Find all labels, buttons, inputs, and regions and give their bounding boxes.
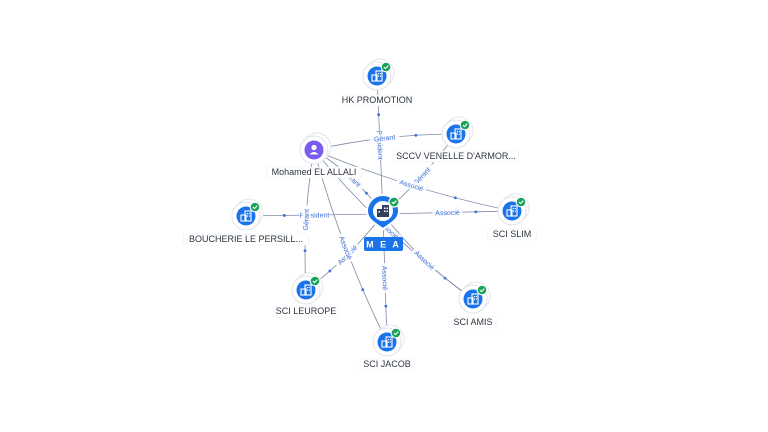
edge-arrow: [328, 269, 332, 273]
building-icon: [371, 70, 383, 82]
center-node-mea[interactable]: M E A: [364, 194, 403, 251]
verified-badge-icon: [476, 284, 488, 296]
node-label: SCI LEUROPE: [276, 306, 337, 316]
node-sccv[interactable]: SCCV VENELLE D'ARMOR...: [393, 116, 519, 163]
verified-badge-icon: [309, 275, 321, 287]
edge-arrow: [303, 249, 307, 253]
edge-label: Président: [300, 212, 330, 219]
person-icon: [309, 144, 319, 155]
node-label: SCCV VENELLE D'ARMOR...: [396, 151, 516, 161]
center-label: M E A: [366, 240, 401, 250]
edge-arrow: [282, 214, 286, 217]
edge-label: Associé: [413, 250, 436, 272]
nodes-layer: HK PROMOTION SCCV VENELLE D'ARMOR... Moham…: [183, 58, 537, 371]
node-hk[interactable]: HK PROMOTION: [342, 58, 413, 107]
node-boucherie[interactable]: BOUCHERIE LE PERSILL...: [183, 198, 309, 246]
edge-label: Associé: [380, 266, 388, 291]
verified-badge-icon: [515, 196, 527, 208]
edge-arrow: [377, 113, 381, 117]
edge-arrow: [474, 210, 478, 214]
building-icon: [300, 284, 312, 296]
building-icon: [506, 205, 518, 217]
node-amis[interactable]: SCI AMIS: [448, 281, 498, 329]
building-icon: [450, 128, 462, 140]
center-label-badge: [364, 237, 403, 251]
node-label: SCI AMIS: [453, 317, 492, 327]
node-jacob[interactable]: SCI JACOB: [359, 324, 415, 371]
edge-label: Associé: [435, 210, 460, 218]
company-icon: [377, 205, 389, 217]
node-slim[interactable]: SCI SLIM: [487, 193, 537, 241]
node-label: Mohamed EL ALLALI: [272, 167, 357, 177]
edge-center-amis: [382, 213, 474, 300]
node-label: BOUCHERIE LE PERSILL...: [189, 234, 303, 244]
edge-label: Gérant: [374, 134, 396, 143]
node-label: SCI SLIM: [493, 229, 532, 239]
building-icon: [240, 210, 252, 222]
edge-arrow: [414, 133, 418, 137]
edge-labels-layer: PrésidentGérantAssociéPrésidentAssociéAs…: [299, 129, 463, 294]
node-leurope[interactable]: SCI LEUROPE: [273, 272, 339, 318]
node-label: HK PROMOTION: [342, 95, 413, 105]
edge-arrow: [384, 304, 388, 308]
verified-badge-icon: [249, 201, 261, 213]
building-icon: [381, 336, 393, 348]
verified-badge-icon: [459, 119, 471, 131]
edge-label: Gérant: [303, 209, 311, 231]
edge-arrow: [361, 288, 365, 292]
node-label: SCI JACOB: [363, 359, 411, 369]
verified-badge-icon: [390, 327, 402, 339]
node-mohamed[interactable]: Mohamed EL ALLALI: [266, 132, 362, 179]
verified-badge-icon: [388, 196, 400, 208]
verified-badge-icon: [380, 61, 392, 73]
edge-arrow: [453, 196, 457, 200]
edge-arrow: [365, 191, 368, 195]
building-icon: [467, 293, 479, 305]
edge-label: Président: [375, 130, 383, 160]
